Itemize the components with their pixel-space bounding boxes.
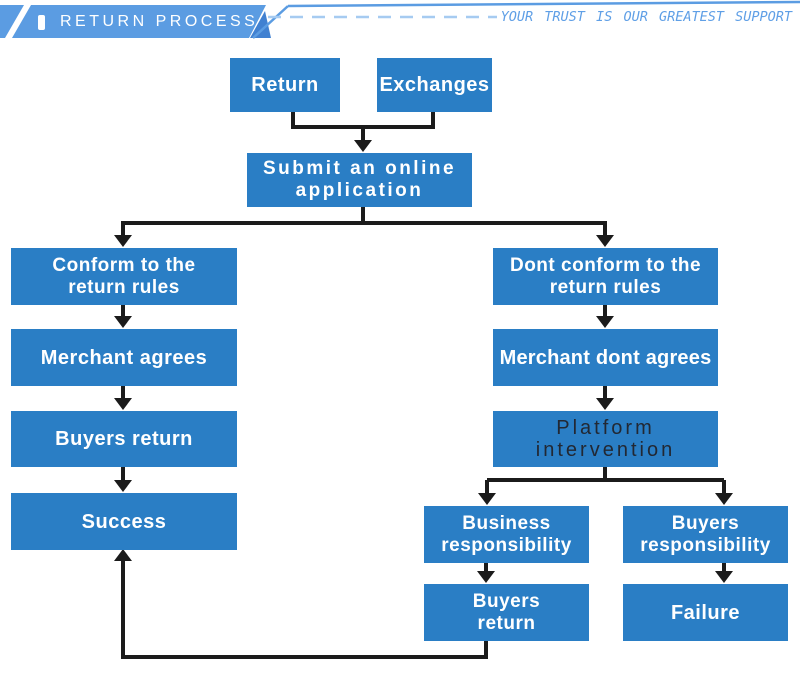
node-return: Return	[230, 58, 340, 112]
title-bar-icon	[38, 14, 45, 30]
node-submit-application: Submit an online application	[247, 153, 472, 207]
node-label-line1: Business	[462, 512, 551, 534]
banner-slash	[5, 5, 31, 38]
node-label-line2: intervention	[535, 439, 676, 461]
node-label: Return	[251, 74, 319, 96]
node-label-line2: responsibility	[640, 534, 771, 556]
node-label-line2: return rules	[68, 276, 180, 298]
node-label-line1: Submit an online	[262, 158, 457, 179]
node-business-responsibility: Business responsibility	[424, 506, 589, 563]
node-success: Success	[11, 493, 237, 550]
node-label: Success	[81, 510, 167, 533]
node-label-line1: Conform to the	[52, 254, 196, 276]
node-conform-rules: Conform to the return rules	[11, 248, 237, 305]
node-dont-conform-rules: Dont conform to the return rules	[493, 248, 718, 305]
header: RETURN PROCESS YOUR TRUST IS OUR GREATES…	[0, 0, 800, 46]
node-label: Failure	[670, 601, 741, 624]
node-exchanges: Exchanges	[377, 58, 492, 112]
node-buyers-return: Buyers return	[11, 411, 237, 467]
node-label-line1: Buyers	[671, 512, 740, 534]
node-label-line1: Dont conform to the	[509, 254, 702, 276]
header-title: RETURN PROCESS	[60, 13, 259, 30]
node-label-line2: application	[295, 180, 424, 201]
node-label: Merchant dont agrees	[499, 346, 712, 369]
node-label: Merchant agrees	[40, 346, 208, 369]
node-merchant-agrees: Merchant agrees	[11, 329, 237, 386]
node-label-line1: Platform	[556, 417, 655, 439]
header-tagline: YOUR TRUST IS OUR GREATEST SUPPORT	[500, 9, 792, 25]
node-label-line2: return	[477, 612, 536, 634]
header-banner-decoration	[0, 0, 800, 39]
node-buyers-responsibility: Buyers responsibility	[623, 506, 788, 563]
node-label-line2: responsibility	[441, 534, 572, 556]
banner-title: RETURN PROCESS	[38, 13, 258, 31]
node-label-line1: Buyers	[472, 590, 541, 612]
node-merchant-dont-agrees: Merchant dont agrees	[493, 329, 718, 386]
node-label: Exchanges	[379, 74, 490, 96]
node-label-line2: return rules	[549, 276, 662, 298]
node-label: Buyers return	[55, 428, 193, 450]
node-buyers-return-bottom: Buyers return	[424, 584, 589, 641]
node-platform-intervention: Platform intervention	[493, 411, 718, 467]
banner-fold	[250, 11, 271, 38]
node-failure: Failure	[623, 584, 788, 641]
